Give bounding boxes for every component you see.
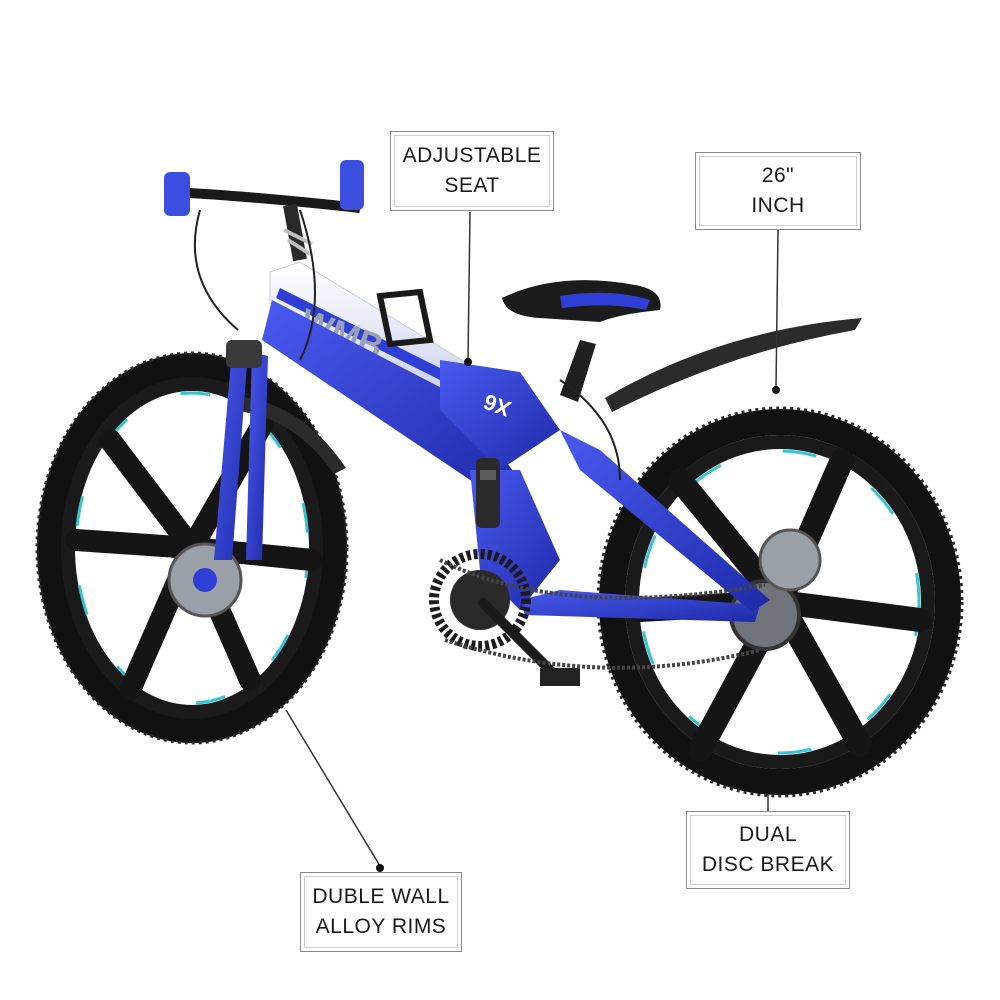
seat-stay xyxy=(560,430,770,612)
callout-brake-line-1: DUAL xyxy=(738,823,798,846)
callout-rims-line-1: DUBLE WALL xyxy=(312,885,450,908)
top-tube-stripe xyxy=(276,288,460,388)
chain xyxy=(439,558,766,670)
callout-size-line-2: INCH xyxy=(751,194,805,217)
front-fork xyxy=(214,340,268,560)
callout-leader-lines xyxy=(285,211,780,872)
front-rim xyxy=(61,377,323,719)
callout-seat-line-1: ADJUSTABLE xyxy=(402,144,542,167)
bottle-cage xyxy=(376,288,434,348)
front-hub xyxy=(193,568,217,592)
down-tube xyxy=(262,300,520,500)
callout-dual-disc-brake: DUAL DISC BREAK xyxy=(686,811,850,889)
rear-fender xyxy=(605,318,862,412)
front-rim-accent xyxy=(74,391,310,705)
rear-shock xyxy=(476,458,500,528)
size-leader-line xyxy=(775,229,779,389)
saddle-stripe xyxy=(560,292,650,310)
rear-disc-rotor xyxy=(758,528,822,592)
front-wheel xyxy=(35,351,349,745)
callout-seat-line-2: SEAT xyxy=(444,174,500,197)
crankset xyxy=(429,549,580,686)
rear-rim-accent xyxy=(639,449,921,755)
rims-leader-line xyxy=(285,709,381,867)
callout-alloy-rims: DUBLE WALL ALLOY RIMS xyxy=(300,872,462,952)
rims-leader-dot xyxy=(376,864,384,872)
front-tire-tread xyxy=(35,351,349,745)
seat-leader-dot xyxy=(464,358,472,366)
handlebar xyxy=(164,160,364,262)
brake-cables xyxy=(193,209,621,481)
callout-rims-line-2: ALLOY RIMS xyxy=(315,915,447,938)
callout-size-line-1: 26" xyxy=(761,164,795,187)
disc-leader-dot xyxy=(764,786,772,794)
size-leader-dot xyxy=(772,386,780,394)
callout-brake-line-2: DISC BREAK xyxy=(701,853,835,876)
callout-wheel-size: 26" INCH xyxy=(695,152,861,230)
front-tire xyxy=(37,353,347,743)
callout-adjustable-seat: ADJUSTABLE SEAT xyxy=(390,131,554,211)
folding-hinge xyxy=(440,360,560,470)
seat-leader-line xyxy=(467,211,471,361)
